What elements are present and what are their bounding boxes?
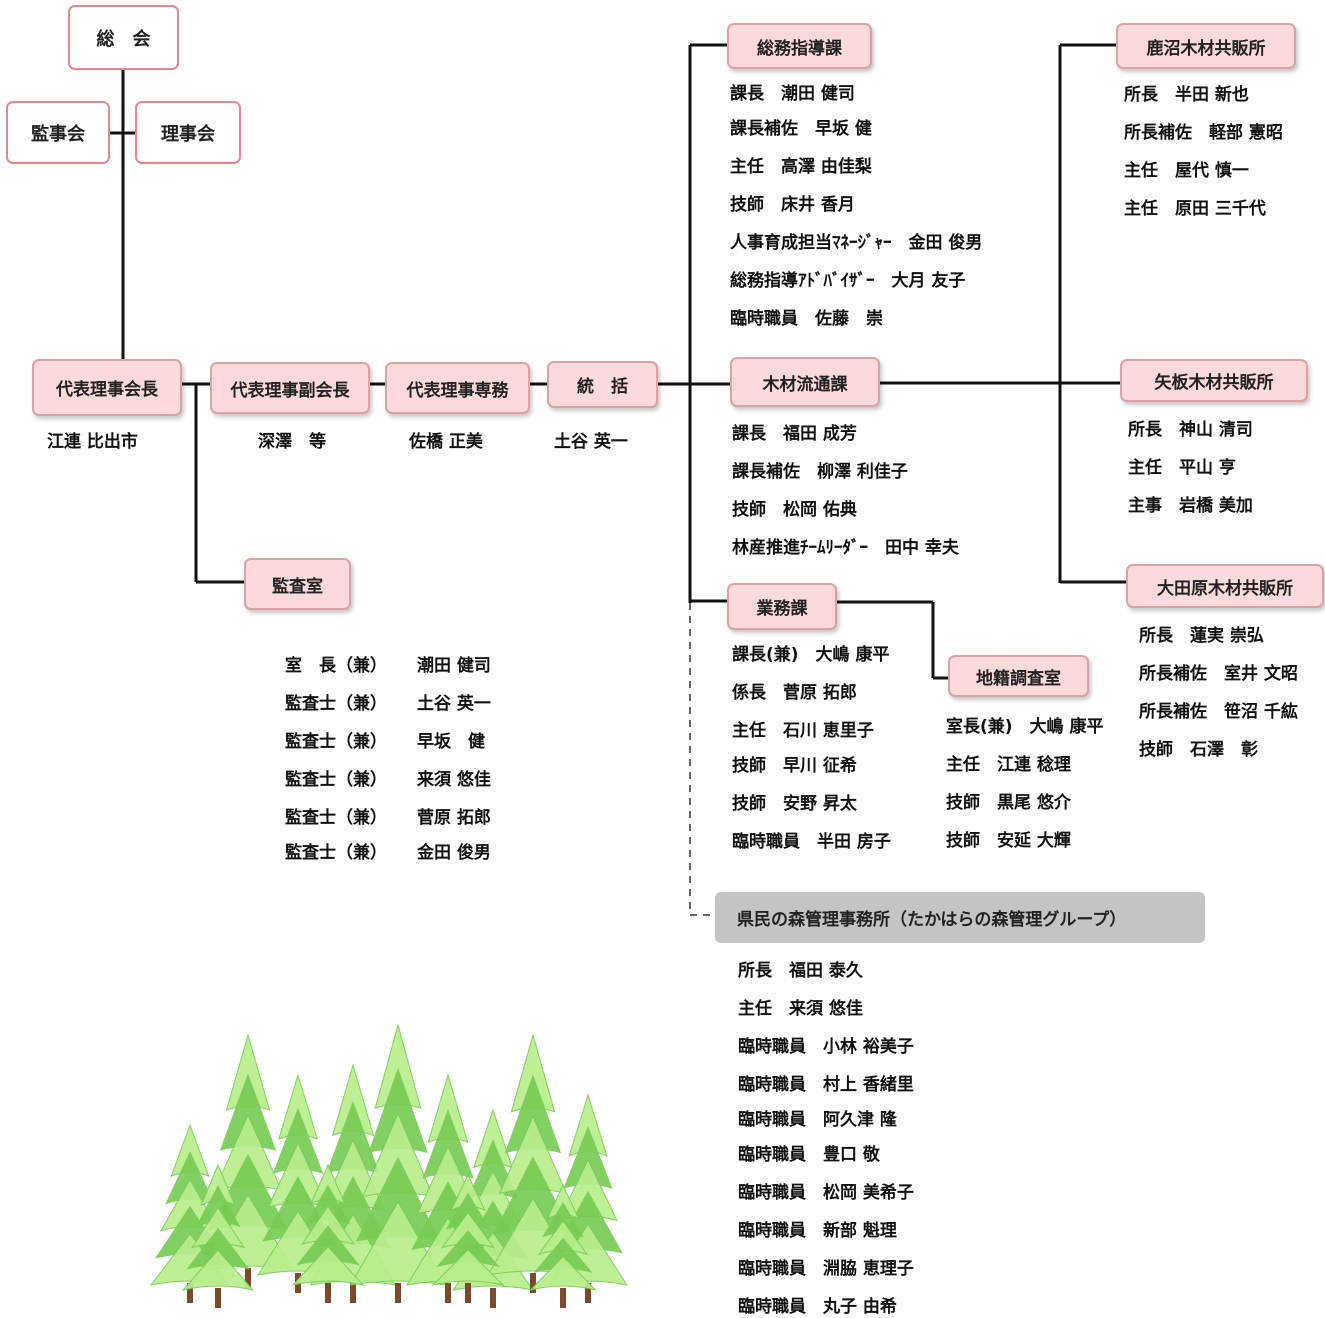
staff-entry: 課長 潮田 健司 [730,84,855,104]
forest-illustration [149,1023,629,1308]
tree-icon [291,1163,365,1303]
timber-distribution-box: 木材流通課 [730,357,880,407]
staff-entry: 林産推進ﾁｰﾑﾘｰﾀﾞｰ 田中 幸夫 [732,538,959,558]
managing-director-box: 代表理事専務 [385,362,530,414]
staff-entry: 臨時職員 村上 香緒里 [738,1075,914,1095]
staff-entry: 臨時職員 新部 魁理 [738,1221,897,1241]
staff-entry: 所長 神山 清司 [1128,420,1253,440]
staff-entry: 技師 早川 征希 [732,756,857,776]
staff-entry: 課長補佐 早坂 健 [730,119,872,139]
auditors-board-box: 監事会 [6,101,110,164]
yaita-market-box: 矢板木材共販所 [1120,359,1308,402]
general-assembly-box: 総 会 [68,5,179,70]
staff-entry: 所長補佐 笹沼 千紘 [1139,702,1298,722]
managing-director-name: 佐橋 正美 [409,432,483,452]
staff-entry: 総務指導ｱﾄﾞﾊﾞｲｻﾞｰ 大月 友子 [730,271,966,291]
audit-staff-name: 早坂 健 [417,732,485,752]
cadastral-survey-box: 地籍調査室 [948,655,1089,697]
staff-entry: 課長(兼) 大嶋 康平 [732,645,890,665]
prefectural-forest-office-box: 県民の森管理事務所（たかはらの森管理グループ） [715,892,1205,943]
staff-entry: 所長補佐 室井 文昭 [1139,664,1298,684]
staff-entry: 臨時職員 小林 裕美子 [738,1037,914,1057]
staff-entry: 臨時職員 松岡 美希子 [738,1183,914,1203]
staff-entry: 課長 福田 成芳 [732,424,857,444]
kanuma-market-box: 鹿沼木材共販所 [1116,23,1296,69]
vice-president-box: 代表理事副会長 [210,362,370,414]
staff-entry: 所長補佐 軽部 憲昭 [1124,123,1283,143]
general-manager-name: 土谷 英一 [554,432,628,452]
staff-entry: 臨時職員 半田 房子 [732,832,891,852]
audit-staff-role: 監査士（兼） [285,770,387,790]
president-box: 代表理事会長 [32,359,182,416]
board-of-directors-box: 理事会 [135,101,241,164]
staff-entry: 技師 松岡 佑典 [732,500,857,520]
staff-entry: 技師 黒尾 悠介 [946,793,1071,813]
staff-entry: 主任 来須 悠佳 [738,999,863,1019]
general-affairs-box: 総務指導課 [727,23,872,69]
staff-entry: 技師 安延 大輝 [946,831,1071,851]
audit-staff-name: 菅原 拓郎 [417,808,491,828]
operations-box: 業務課 [727,583,837,630]
staff-entry: 係長 菅原 拓郎 [732,683,857,703]
tree-icon [431,1173,505,1303]
audit-staff-name: 金田 俊男 [417,843,491,863]
otawara-market-box: 大田原木材共販所 [1126,564,1324,608]
staff-entry: 主任 高澤 由佳梨 [730,157,872,177]
tree-icon [528,1183,598,1308]
staff-entry: 技師 石澤 彰 [1139,740,1258,760]
staff-entry: 臨時職員 佐藤 崇 [730,309,883,329]
staff-entry: 技師 床井 香月 [730,195,855,215]
audit-staff-name: 土谷 英一 [417,694,491,714]
staff-entry: 主任 江連 稔理 [946,755,1071,775]
staff-entry: 臨時職員 阿久津 隆 [738,1110,897,1130]
staff-entry: 所長 福田 泰久 [738,961,863,981]
staff-entry: 臨時職員 豊口 敬 [738,1145,880,1165]
staff-entry: 所長 半田 新也 [1124,85,1249,105]
staff-entry: 主任 平山 亨 [1128,458,1236,478]
audit-staff-role: 室 長（兼） [285,656,387,676]
audit-staff-role: 監査士（兼） [285,843,387,863]
staff-entry: 主事 岩橋 美加 [1128,496,1253,516]
staff-entry: 所長 蓮実 崇弘 [1139,626,1264,646]
audit-staff-name: 潮田 健司 [417,656,491,676]
staff-entry: 課長補佐 柳澤 利佳子 [732,462,908,482]
staff-entry: 主任 屋代 慎一 [1124,161,1249,181]
audit-staff-role: 監査士（兼） [285,808,387,828]
staff-entry: 臨時職員 淵脇 恵理子 [738,1259,914,1279]
staff-entry: 主任 原田 三千代 [1124,199,1266,219]
audit-office-box: 監査室 [244,558,351,610]
general-manager-box: 統 括 [547,361,658,408]
staff-entry: 人事育成担当ﾏﾈｰｼﾞｬｰ 金田 俊男 [730,233,983,253]
vice-president-name: 深澤 等 [258,432,326,452]
audit-staff-role: 監査士（兼） [285,694,387,714]
staff-entry: 技師 安野 昇太 [732,794,857,814]
tree-icon [181,1163,255,1308]
audit-staff-name: 来須 悠佳 [417,770,491,790]
staff-entry: 臨時職員 丸子 由希 [738,1297,897,1317]
staff-entry: 主任 石川 恵里子 [732,721,874,741]
president-name: 江連 比出市 [47,432,138,452]
staff-entry: 室長(兼) 大嶋 康平 [946,717,1104,737]
audit-staff-role: 監査士（兼） [285,732,387,752]
